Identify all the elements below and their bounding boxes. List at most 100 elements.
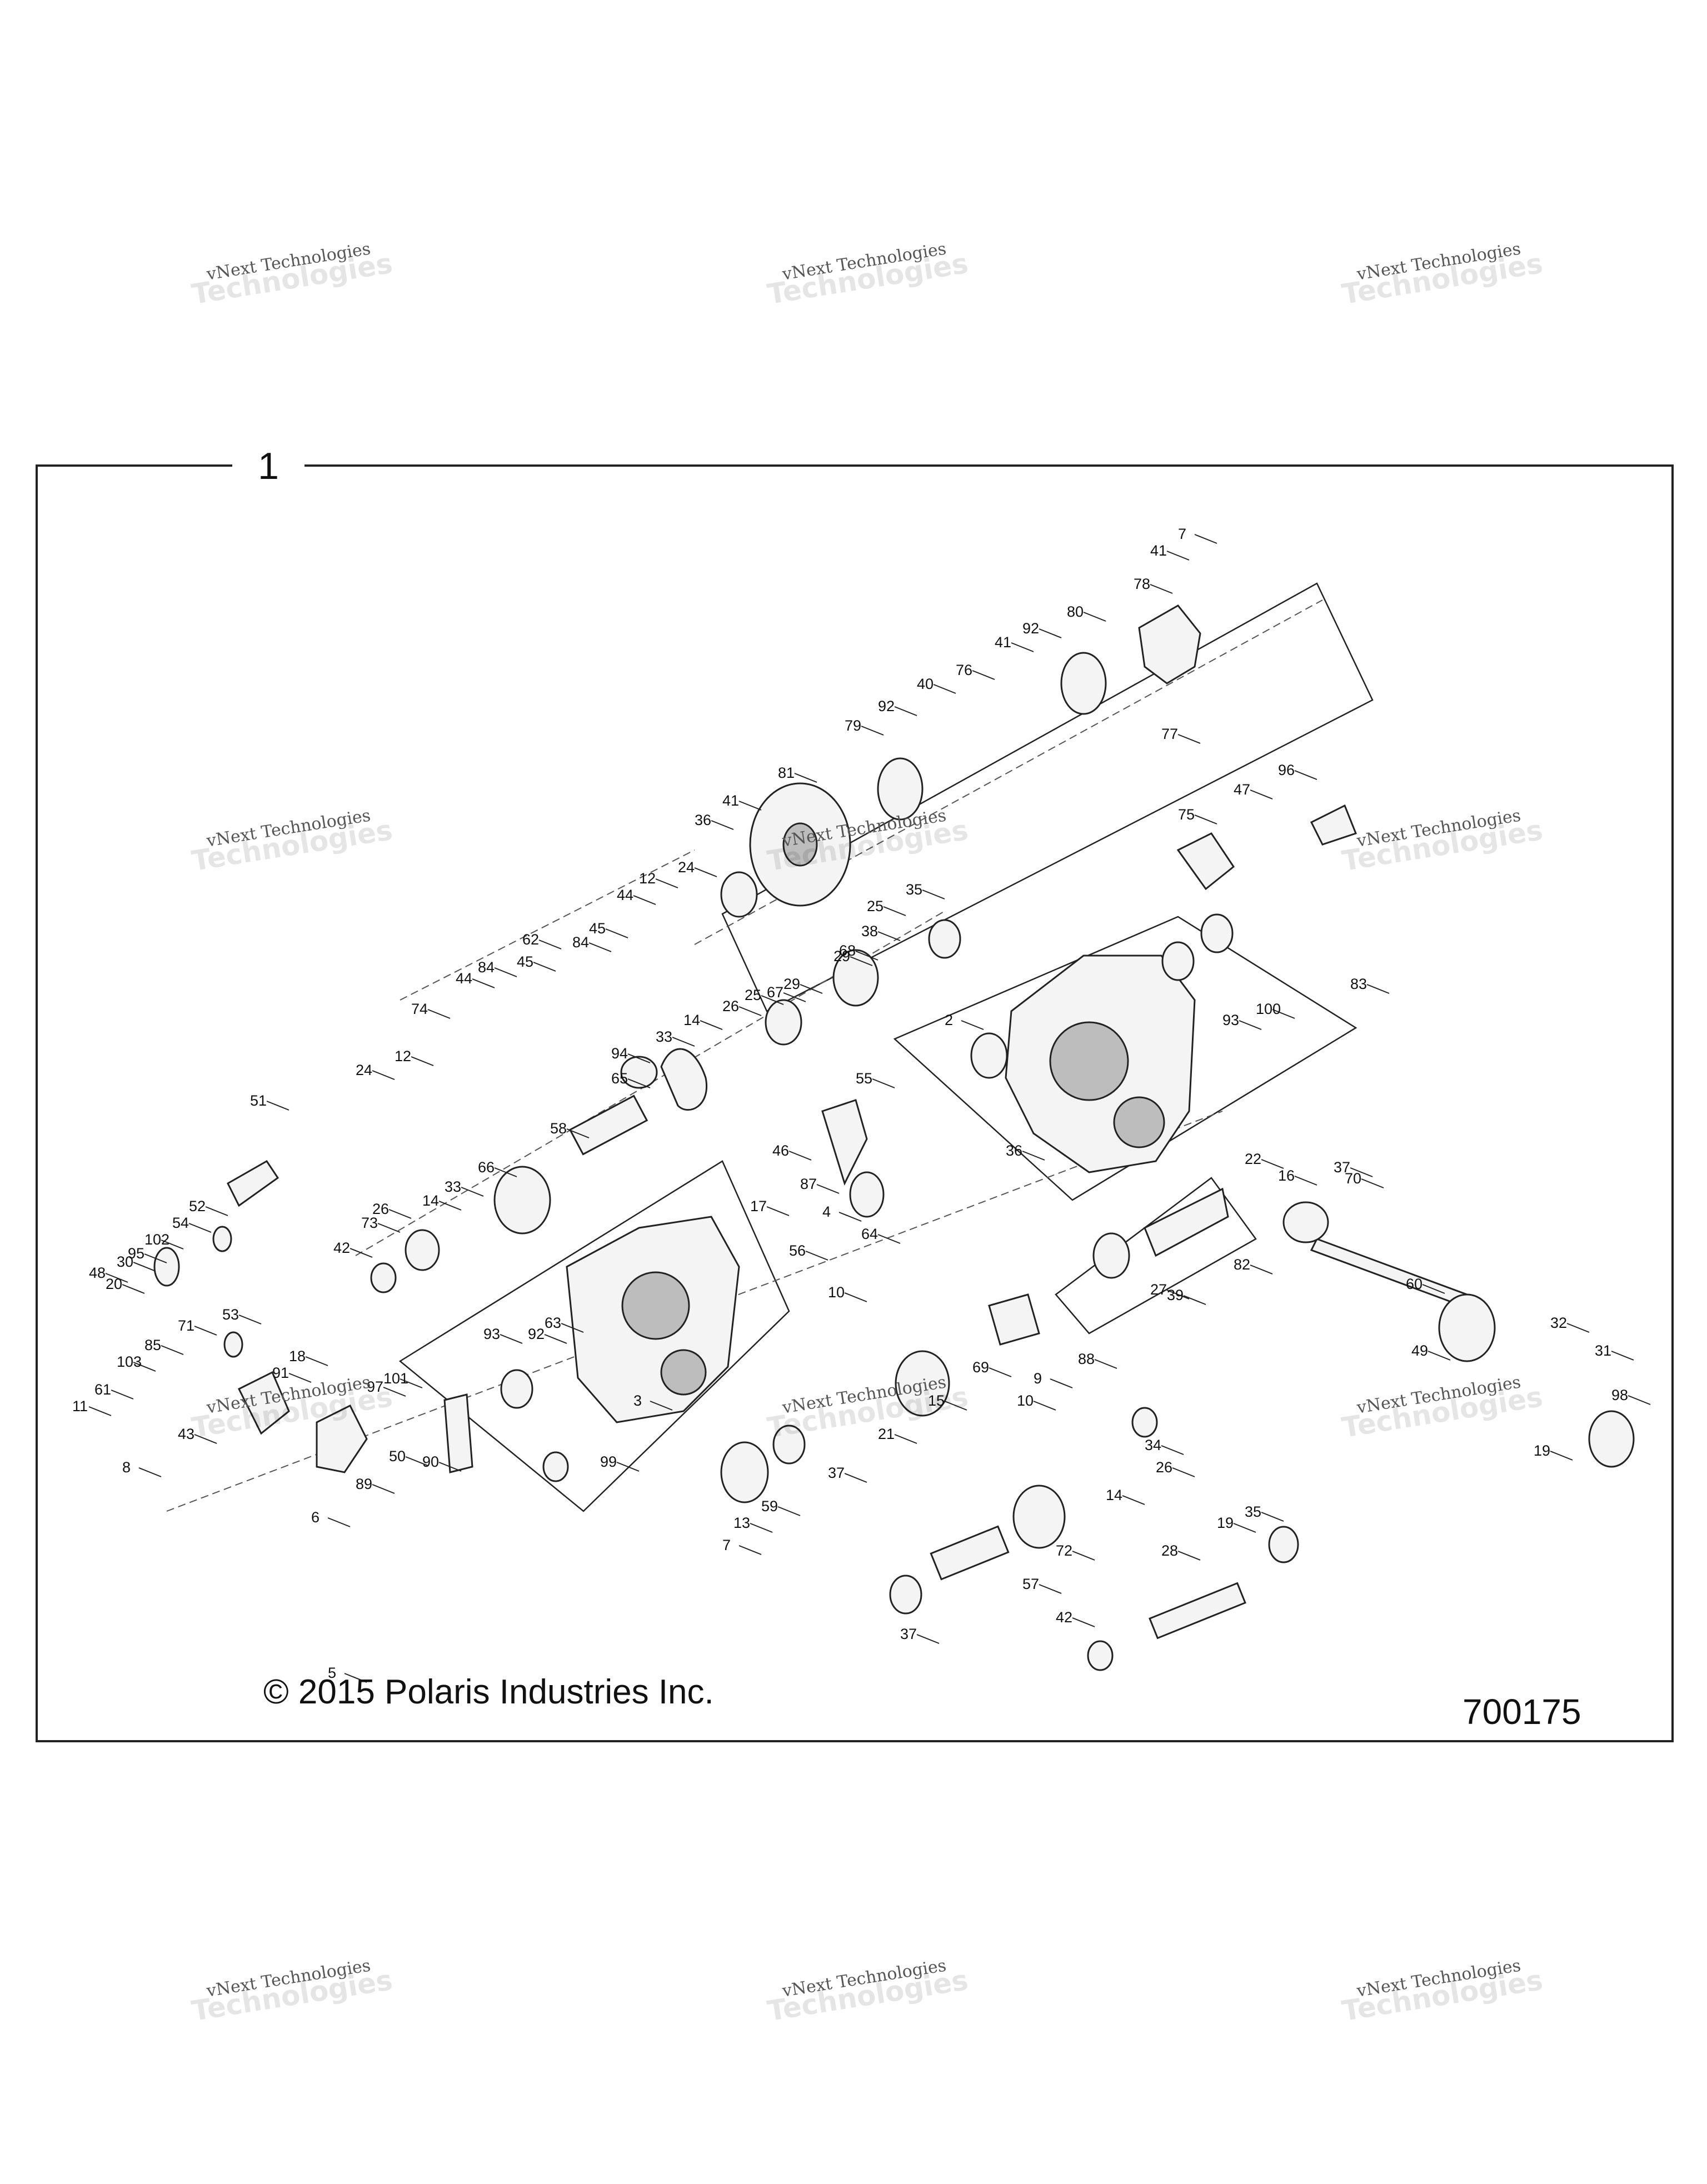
callout-leader: [161, 1240, 184, 1250]
seal-36-lower: [970, 1032, 1008, 1079]
callout-label: 39: [1167, 1287, 1184, 1303]
bracket-90: [443, 1393, 473, 1473]
callout-leader: [194, 1434, 217, 1444]
callout-label: 97: [367, 1378, 383, 1395]
bearing-34: [1131, 1407, 1158, 1438]
callout-label: 61: [94, 1381, 111, 1398]
axis-shift-rail: [400, 849, 695, 1001]
plate-88: [988, 1293, 1040, 1346]
callout-leader: [844, 1292, 867, 1302]
group-77-outline: [721, 582, 1374, 1012]
callout-label: 81: [778, 764, 795, 781]
callout-label: 50: [389, 1448, 406, 1465]
callout-leader: [111, 1390, 134, 1400]
callout-label: 40: [917, 676, 934, 692]
bearing-37-mid: [772, 1425, 806, 1465]
callout-leader: [1194, 814, 1217, 824]
callout-label: 46: [772, 1142, 789, 1159]
gear-49: [1438, 1293, 1496, 1362]
bearing-42-left: [370, 1262, 397, 1293]
callout-leader: [972, 670, 995, 680]
callout-label: 35: [906, 881, 922, 898]
callout-leader: [738, 801, 762, 811]
callout-label: 59: [761, 1498, 778, 1515]
callout-label: 70: [1345, 1170, 1361, 1187]
callout-leader: [1083, 612, 1106, 622]
callout-leader: [327, 1517, 351, 1527]
callout-leader: [1294, 1176, 1317, 1186]
coupler-70: [1282, 1201, 1329, 1243]
callout-label: 55: [856, 1070, 872, 1087]
gear-72: [1012, 1485, 1066, 1549]
callout-label: 82: [1234, 1256, 1250, 1273]
callout-label: 84: [478, 959, 495, 976]
callout-label: 25: [745, 987, 761, 1003]
callout-label: 33: [445, 1178, 461, 1195]
callout-leader: [350, 1248, 373, 1258]
callout-label: 54: [172, 1215, 189, 1231]
callout-leader: [377, 1223, 401, 1233]
callout-label: 37: [900, 1626, 917, 1642]
gear-80: [1060, 652, 1107, 715]
callout-label: 2: [945, 1012, 953, 1028]
callout-leader: [1177, 734, 1201, 744]
callout-leader: [738, 1545, 762, 1555]
callout-leader: [344, 1673, 367, 1683]
callout-leader: [777, 1506, 801, 1516]
gear-79: [877, 757, 924, 821]
callout-label: 58: [550, 1120, 567, 1137]
callout-leader: [861, 726, 884, 736]
callout-label: 52: [189, 1198, 206, 1215]
callout-label: 12: [639, 870, 656, 887]
callout-leader: [1361, 1178, 1384, 1188]
callout-leader: [616, 1462, 640, 1472]
callout-label: 42: [1056, 1609, 1072, 1626]
callout-leader: [405, 1456, 428, 1466]
bearing-93-lower: [500, 1369, 533, 1409]
callout-leader: [711, 820, 734, 830]
callout-label: 7: [1178, 526, 1186, 542]
callout-leader: [1177, 1551, 1201, 1561]
callout-label: 96: [1278, 762, 1295, 778]
callout-label: 25: [867, 898, 884, 914]
pump-50: [316, 1404, 368, 1473]
gear-66: [493, 1166, 551, 1235]
callout-label: 93: [1222, 1012, 1239, 1028]
gear-81-hub: [782, 822, 818, 867]
callout-label: 92: [878, 698, 895, 714]
callout-leader: [1250, 1265, 1273, 1275]
callout-label: 44: [456, 970, 472, 987]
callout-leader: [494, 1167, 517, 1177]
callout-label: 9: [1034, 1370, 1042, 1387]
shaft-58: [568, 1095, 648, 1156]
callout-leader: [800, 984, 823, 994]
callout-label: 62: [522, 931, 539, 948]
callout-leader: [1122, 1495, 1145, 1505]
callout-leader: [844, 1473, 867, 1483]
callout-leader: [877, 1234, 901, 1244]
callout-label: 68: [839, 942, 856, 959]
callout-leader: [883, 906, 906, 916]
callout-leader: [761, 995, 784, 1005]
callout-label: 45: [589, 920, 606, 937]
callout-label: 31: [1595, 1342, 1611, 1359]
shaft-82: [1144, 1187, 1229, 1257]
callout-label: 44: [617, 887, 633, 903]
housing-78: [1138, 604, 1201, 684]
callout-leader: [461, 1187, 484, 1197]
callout-leader: [438, 1201, 462, 1211]
callout-leader: [1350, 1167, 1373, 1177]
callout-leader: [1366, 984, 1390, 994]
callout-leader: [1250, 789, 1273, 799]
belt-94: [660, 1048, 707, 1111]
callout-leader: [1261, 1512, 1284, 1522]
callout-leader: [838, 1212, 862, 1222]
callout-leader: [411, 1056, 434, 1066]
callout-leader: [944, 1401, 967, 1411]
callout-label: 78: [1134, 576, 1150, 592]
callout-label: 84: [572, 934, 589, 951]
bracket-75: [1176, 832, 1235, 891]
callout-label: 53: [222, 1306, 239, 1323]
callout-leader: [877, 931, 901, 941]
